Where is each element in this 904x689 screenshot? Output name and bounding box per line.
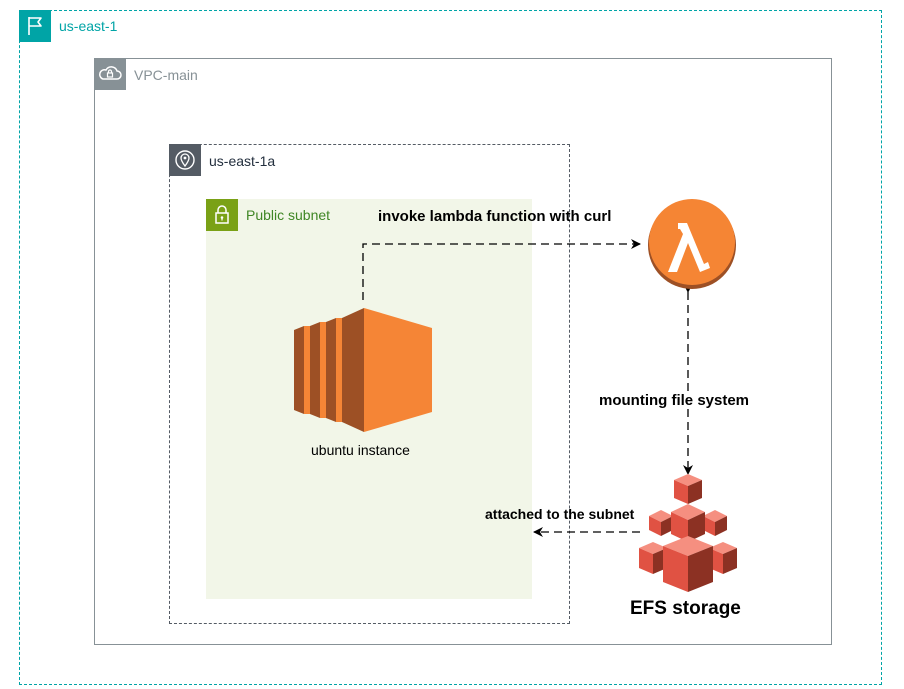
padlock-icon: [206, 199, 238, 231]
region-us-east-1: [19, 10, 882, 685]
invoke-edge-label: invoke lambda function with curl: [378, 208, 612, 225]
attach-edge-label: attached to the subnet: [485, 506, 635, 522]
availability-zone: [169, 144, 570, 624]
az-label: us-east-1a: [209, 153, 276, 169]
flag-icon: [19, 10, 51, 42]
efs-icon: [639, 474, 737, 592]
vpc-label: VPC-main: [134, 67, 198, 83]
mount-edge-label: mounting file system: [598, 392, 751, 409]
ec2-label: ubuntu instance: [311, 442, 410, 458]
efs-label: EFS storage: [630, 598, 741, 619]
ec2-instance-icon: [294, 308, 432, 432]
invoke-connector: [362, 239, 641, 300]
vpc-main: [94, 58, 832, 645]
subnet-label: Public subnet: [246, 207, 331, 223]
cloud-lock-icon: [94, 58, 126, 90]
region-label: us-east-1: [59, 18, 118, 34]
location-pin-icon: [169, 144, 201, 176]
lambda-icon: [648, 199, 736, 289]
